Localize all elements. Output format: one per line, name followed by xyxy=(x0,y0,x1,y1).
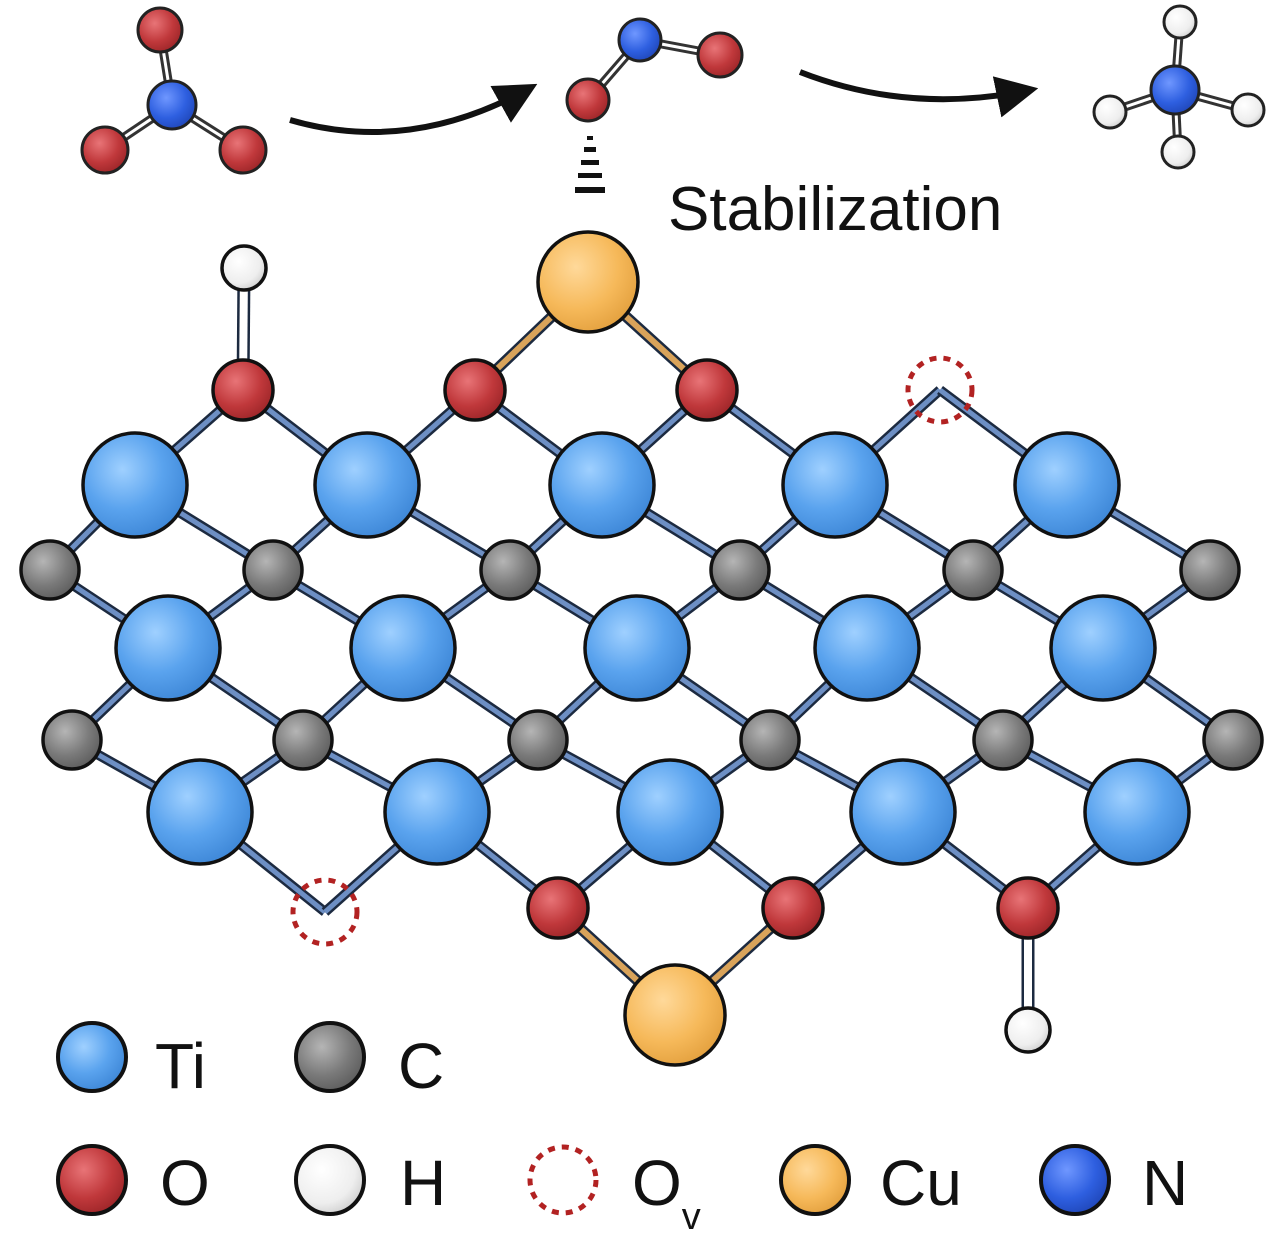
ti-legend-icon xyxy=(56,1021,128,1093)
legend-item-c: C xyxy=(294,1021,444,1102)
oxygen-atom xyxy=(443,358,507,422)
titanium-atom xyxy=(114,594,222,702)
hydrogen-atom xyxy=(1230,92,1266,128)
titanium-atom xyxy=(1013,431,1121,539)
n-legend-icon xyxy=(1039,1144,1111,1216)
adsorption-dashed-bond xyxy=(575,136,605,193)
carbon-atom xyxy=(739,709,801,771)
carbon-atom xyxy=(272,709,334,771)
hydrogen-atom xyxy=(1160,134,1196,170)
o-legend-icon xyxy=(56,1144,128,1216)
oxygen-atom xyxy=(80,125,130,175)
titanium-atom xyxy=(349,594,457,702)
legend-item-h: H xyxy=(294,1144,446,1219)
carbon-atom xyxy=(242,539,304,601)
reactant-molecule xyxy=(80,6,268,175)
hydrogen-atom xyxy=(220,244,268,292)
oxygen-atom xyxy=(696,31,744,79)
reaction-arrow-1 xyxy=(289,83,538,135)
oxygen-atom xyxy=(996,876,1060,940)
oxygen-vacancy xyxy=(905,355,975,425)
oxygen-atom xyxy=(211,358,275,422)
titanium-atom xyxy=(146,758,254,866)
legend-label-n: N xyxy=(1142,1147,1188,1219)
titanium-atom xyxy=(1083,758,1191,866)
legend-label-o: O xyxy=(160,1147,210,1219)
carbon-atom xyxy=(709,539,771,601)
carbon-atom xyxy=(1202,709,1264,771)
hydrogen-atom xyxy=(1004,1006,1052,1054)
hydrogen-atom xyxy=(1092,94,1128,130)
copper-atom xyxy=(536,230,640,334)
carbon-atom xyxy=(972,709,1034,771)
titanium-atom xyxy=(616,758,724,866)
product-molecule xyxy=(1092,4,1266,170)
hydrogen-atom xyxy=(1162,4,1198,40)
carbon-atom xyxy=(479,539,541,601)
oxygen-atom xyxy=(675,358,739,422)
legend: Ti C O H Ov Cu N xyxy=(56,1021,1188,1238)
legend-label-ov: Ov xyxy=(632,1147,701,1238)
titanium-atom xyxy=(383,758,491,866)
intermediate-molecule xyxy=(565,17,744,123)
legend-label-c: C xyxy=(398,1030,444,1102)
legend-label-h: H xyxy=(400,1147,446,1219)
nitrogen-atom xyxy=(1149,64,1201,116)
carbon-atom xyxy=(1179,539,1241,601)
oxygen-atom xyxy=(565,77,611,123)
legend-item-ov: Ov xyxy=(527,1144,701,1238)
legend-item-o: O xyxy=(56,1144,210,1219)
legend-item-cu: Cu xyxy=(779,1144,962,1219)
titanium-atom xyxy=(813,594,921,702)
legend-label-cu: Cu xyxy=(880,1147,962,1219)
titanium-atom xyxy=(313,431,421,539)
stabilization-label: Stabilization xyxy=(668,175,1002,244)
titanium-atom xyxy=(781,431,889,539)
copper-atom xyxy=(623,963,727,1067)
legend-item-n: N xyxy=(1039,1144,1188,1219)
titanium-atom xyxy=(1049,594,1157,702)
h-legend-icon xyxy=(294,1144,366,1216)
oxygen-atom xyxy=(136,6,184,54)
oxygen-vacancy xyxy=(290,877,360,947)
reaction-arrow-2 xyxy=(798,69,1039,118)
legend-label-ti: Ti xyxy=(155,1030,206,1102)
oxygen-atom xyxy=(218,125,268,175)
nitrogen-atom xyxy=(617,17,663,63)
oxygen-atom xyxy=(526,876,590,940)
titanium-atom xyxy=(849,758,957,866)
vacancy-legend-icon xyxy=(527,1144,599,1216)
carbon-atom xyxy=(41,709,103,771)
oxygen-atom xyxy=(761,876,825,940)
carbon-atom xyxy=(19,539,81,601)
titanium-atom xyxy=(548,431,656,539)
cu-legend-icon xyxy=(779,1144,851,1216)
carbon-atom xyxy=(507,709,569,771)
legend-item-ti: Ti xyxy=(56,1021,206,1102)
carbon-atom xyxy=(942,539,1004,601)
lattice-atoms xyxy=(19,230,1264,1067)
nitrogen-atom xyxy=(146,79,198,131)
c-legend-icon xyxy=(294,1021,366,1093)
titanium-atom xyxy=(81,431,189,539)
titanium-atom xyxy=(583,594,691,702)
